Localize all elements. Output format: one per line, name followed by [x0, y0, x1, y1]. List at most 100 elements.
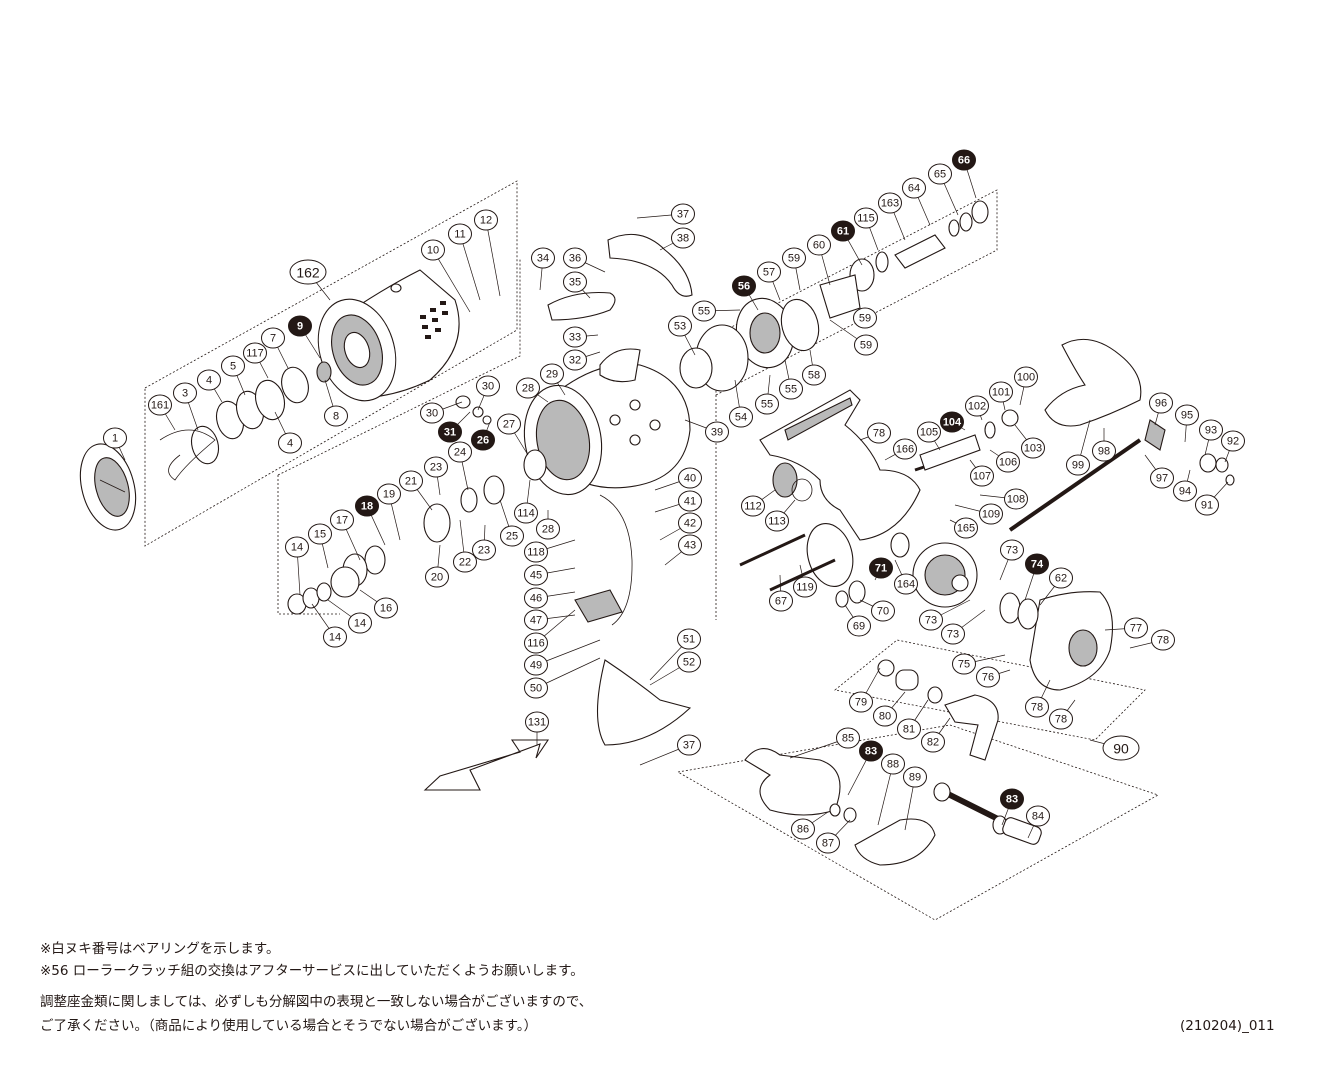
part-callout-59: 59: [854, 334, 878, 356]
part-number-label: 75: [958, 659, 970, 671]
part-callout-70: 70: [871, 600, 895, 622]
part-number-label: 37: [677, 209, 689, 221]
part-number-label: 10: [427, 245, 439, 257]
part-callout-18: 18: [355, 495, 379, 517]
reel-stand-drawing: [596, 659, 692, 746]
part-number-label: 12: [480, 215, 492, 227]
part-callout-79: 79: [849, 691, 873, 713]
part-number-label: 81: [903, 724, 915, 736]
part-callout-53: 53: [668, 315, 692, 337]
part-callout-95: 95: [1175, 404, 1199, 426]
part-number-label: 31: [444, 427, 456, 439]
part-callout-10: 10: [421, 239, 445, 261]
rear-cover-drawing: [1044, 338, 1142, 427]
part-number-label: 131: [528, 717, 546, 729]
part-number-label: 74: [1031, 559, 1044, 571]
part-number-label: 3: [182, 388, 188, 400]
part-callout-90: 90: [1102, 735, 1140, 761]
part-number-label: 41: [684, 496, 696, 508]
part-callout-11: 11: [448, 223, 472, 245]
part-number-label: 14: [354, 618, 366, 630]
part-number-label: 112: [744, 501, 762, 513]
part-callout-76: 76: [976, 666, 1000, 688]
part-number-label: 39: [711, 427, 723, 439]
part-number-label: 55: [785, 384, 797, 396]
part-callout-31: 31: [438, 421, 462, 443]
part-number-label: 108: [1007, 494, 1025, 506]
part-number-label: 109: [982, 509, 1000, 521]
part-callout-78: 78: [1049, 708, 1073, 730]
part-callout-131: 131: [525, 711, 549, 733]
part-callout-39: 39: [705, 421, 729, 443]
part-number-label: 37: [683, 740, 695, 752]
part-number-label: 55: [761, 399, 773, 411]
part-number-label: 67: [775, 596, 787, 608]
part-number-label: 78: [1055, 714, 1067, 726]
part-callout-9: 9: [288, 315, 312, 337]
part-callout-113: 113: [765, 510, 789, 532]
part-callout-104: 104: [940, 411, 964, 433]
part-callout-14: 14: [348, 612, 372, 634]
part-callout-66: 66: [952, 149, 976, 171]
part-number-label: 42: [684, 518, 696, 530]
part-callout-77: 77: [1124, 617, 1148, 639]
part-callout-78: 78: [1151, 629, 1175, 651]
part-callout-40: 40: [678, 467, 702, 489]
leader-line-12: [485, 219, 501, 297]
part-number-label: 16: [380, 603, 392, 615]
part-number-label: 32: [569, 355, 581, 367]
part-number-label: 14: [291, 542, 303, 554]
part-callout-78: 78: [867, 422, 891, 444]
part-number-label: 60: [813, 240, 825, 252]
part-number-label: 30: [482, 381, 494, 393]
part-number-label: 53: [674, 321, 686, 333]
part-number-label: 21: [405, 476, 417, 488]
part-number-label: 62: [1055, 573, 1067, 585]
part-number-label: 4: [206, 375, 212, 387]
part-number-label: 80: [879, 711, 891, 723]
part-number-label: 5: [230, 361, 236, 373]
part-callout-166: 166: [893, 438, 917, 460]
part-number-label: 78: [1031, 702, 1043, 714]
part-number-label: 102: [968, 401, 986, 413]
part-callout-118: 118: [524, 541, 548, 563]
part-callout-23: 23: [424, 456, 448, 478]
part-number-label: 8: [333, 411, 339, 423]
part-callout-71: 71: [869, 557, 893, 579]
part-callout-74: 74: [1025, 553, 1049, 575]
part-callout-165: 165: [954, 517, 978, 539]
part-number-label: 54: [735, 412, 747, 424]
part-callout-116: 116: [524, 632, 548, 654]
part-callout-54: 54: [729, 406, 753, 428]
part-callout-1: 1: [103, 427, 127, 449]
part-number-label: 79: [855, 697, 867, 709]
part-callout-84: 84: [1026, 805, 1050, 827]
part-callout-67: 67: [769, 590, 793, 612]
part-number-label: 20: [431, 572, 443, 584]
part-number-label: 96: [1155, 398, 1167, 410]
part-number-label: 162: [296, 265, 320, 281]
part-callout-107: 107: [970, 465, 994, 487]
handle-knob-drawing: [744, 748, 841, 816]
part-callout-23: 23: [472, 539, 496, 561]
part-callout-55: 55: [779, 378, 803, 400]
part-callout-106: 106: [996, 451, 1020, 473]
washer-note-line1: 調整座金類に関しましては、必ずしも分解図中の表現と一致しない場合がございますので…: [40, 994, 593, 1010]
part-number-label: 94: [1179, 486, 1191, 498]
part-callout-8: 8: [324, 405, 348, 427]
part-callout-92: 92: [1221, 430, 1245, 452]
part-number-label: 61: [837, 226, 849, 238]
part-callout-97: 97: [1150, 467, 1174, 489]
part-number-label: 33: [569, 332, 581, 344]
part-number-label: 92: [1227, 436, 1239, 448]
part-number-label: 19: [383, 489, 395, 501]
handle-drawing: [877, 659, 1042, 845]
part-number-label: 88: [887, 759, 899, 771]
part-number-label: 7: [270, 333, 276, 345]
part-callout-91: 91: [1195, 494, 1219, 516]
part-callout-73: 73: [941, 623, 965, 645]
part-callout-5: 5: [221, 355, 245, 377]
direction-arrow: [423, 739, 550, 791]
part-number-label: 25: [506, 531, 518, 543]
